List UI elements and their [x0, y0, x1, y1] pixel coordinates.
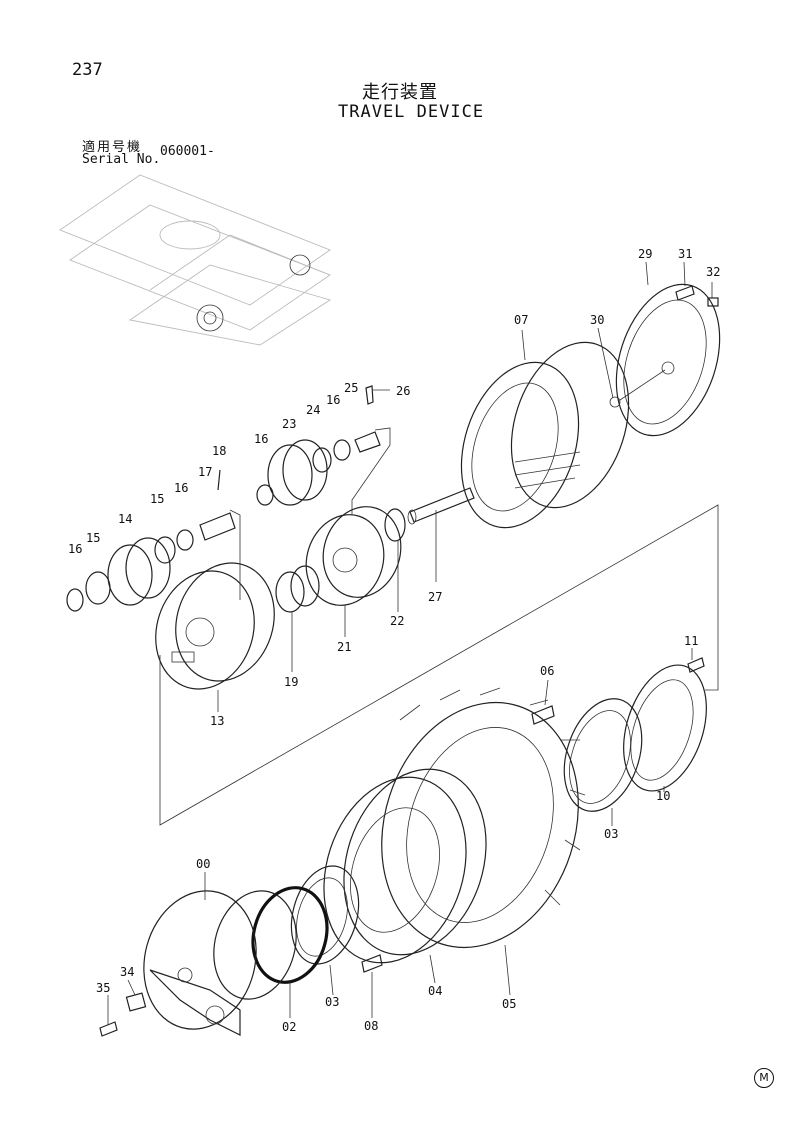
label-21: 21: [337, 640, 351, 654]
label-14: 14: [118, 512, 132, 526]
label-35: 35: [96, 981, 110, 995]
label-31: 31: [678, 247, 692, 261]
label-leader-lines: [107, 261, 713, 1025]
label-08: 08: [364, 1019, 378, 1033]
label-15-a: 15: [150, 492, 164, 506]
label-03-a: 03: [604, 827, 618, 841]
label-18: 18: [212, 444, 226, 458]
part-05-sprocket: [381, 687, 586, 949]
undercarriage-outline: [59, 174, 332, 346]
parts-14-18-gear-set: [66, 469, 241, 612]
part-29-cover: [609, 283, 721, 437]
label-25: 25: [344, 381, 358, 395]
label-27: 27: [428, 590, 442, 604]
part-19-bearing: [275, 565, 320, 613]
part-21-carrier: [305, 506, 402, 606]
part-10-seal-cover: [623, 657, 707, 792]
title-japanese: 走行装置: [362, 82, 438, 103]
label-11: 11: [684, 634, 698, 648]
label-10: 10: [656, 789, 670, 803]
label-16-c: 16: [174, 481, 188, 495]
label-17: 17: [198, 465, 212, 479]
label-34: 34: [120, 965, 134, 979]
part-03-seal: [563, 698, 643, 812]
serial-label-japanese: 適用号機: [82, 140, 143, 155]
label-16-a: 16: [326, 393, 340, 407]
label-23: 23: [282, 417, 296, 431]
label-22: 22: [390, 614, 404, 628]
label-32: 32: [706, 265, 720, 279]
part-06-bolt: [531, 705, 555, 725]
assembly-leader-lines: [159, 504, 719, 826]
parts-23-26-gear-set: [256, 385, 391, 515]
part-00-travel-motor: [99, 890, 297, 1037]
part-13-carrier: [155, 562, 275, 690]
part-22-washer: [384, 508, 406, 542]
label-16-b: 16: [254, 432, 268, 446]
label-29: 29: [638, 247, 652, 261]
serial-label-english: Serial No.: [82, 152, 161, 167]
part-08-bolt: [361, 954, 383, 973]
label-16-d: 16: [68, 542, 82, 556]
circled-m-mark: M: [754, 1068, 774, 1088]
label-02: 02: [282, 1020, 296, 1034]
label-03-b: 03: [325, 995, 339, 1009]
label-19: 19: [284, 675, 298, 689]
label-06: 06: [540, 664, 554, 678]
label-30: 30: [590, 313, 604, 327]
part-27-shaft: [407, 487, 475, 525]
part-07-hub: [460, 341, 630, 529]
label-00: 00: [196, 857, 210, 871]
label-05: 05: [502, 997, 516, 1011]
page-number: 237: [72, 60, 103, 80]
label-26: 26: [396, 384, 410, 398]
label-04: 04: [428, 984, 442, 998]
serial-number-value: 060001-: [160, 144, 215, 159]
label-07: 07: [514, 313, 528, 327]
title-english: TRAVEL DEVICE: [338, 102, 485, 122]
part-number-labels: 29 31 32 30 07 25 26 16 24 23 16 18 17 1…: [68, 247, 720, 1034]
part-03-lower-seal: [290, 865, 360, 965]
label-15-b: 15: [86, 531, 100, 545]
label-24: 24: [306, 403, 320, 417]
part-02-o-ring: [251, 886, 329, 984]
label-13: 13: [210, 714, 224, 728]
